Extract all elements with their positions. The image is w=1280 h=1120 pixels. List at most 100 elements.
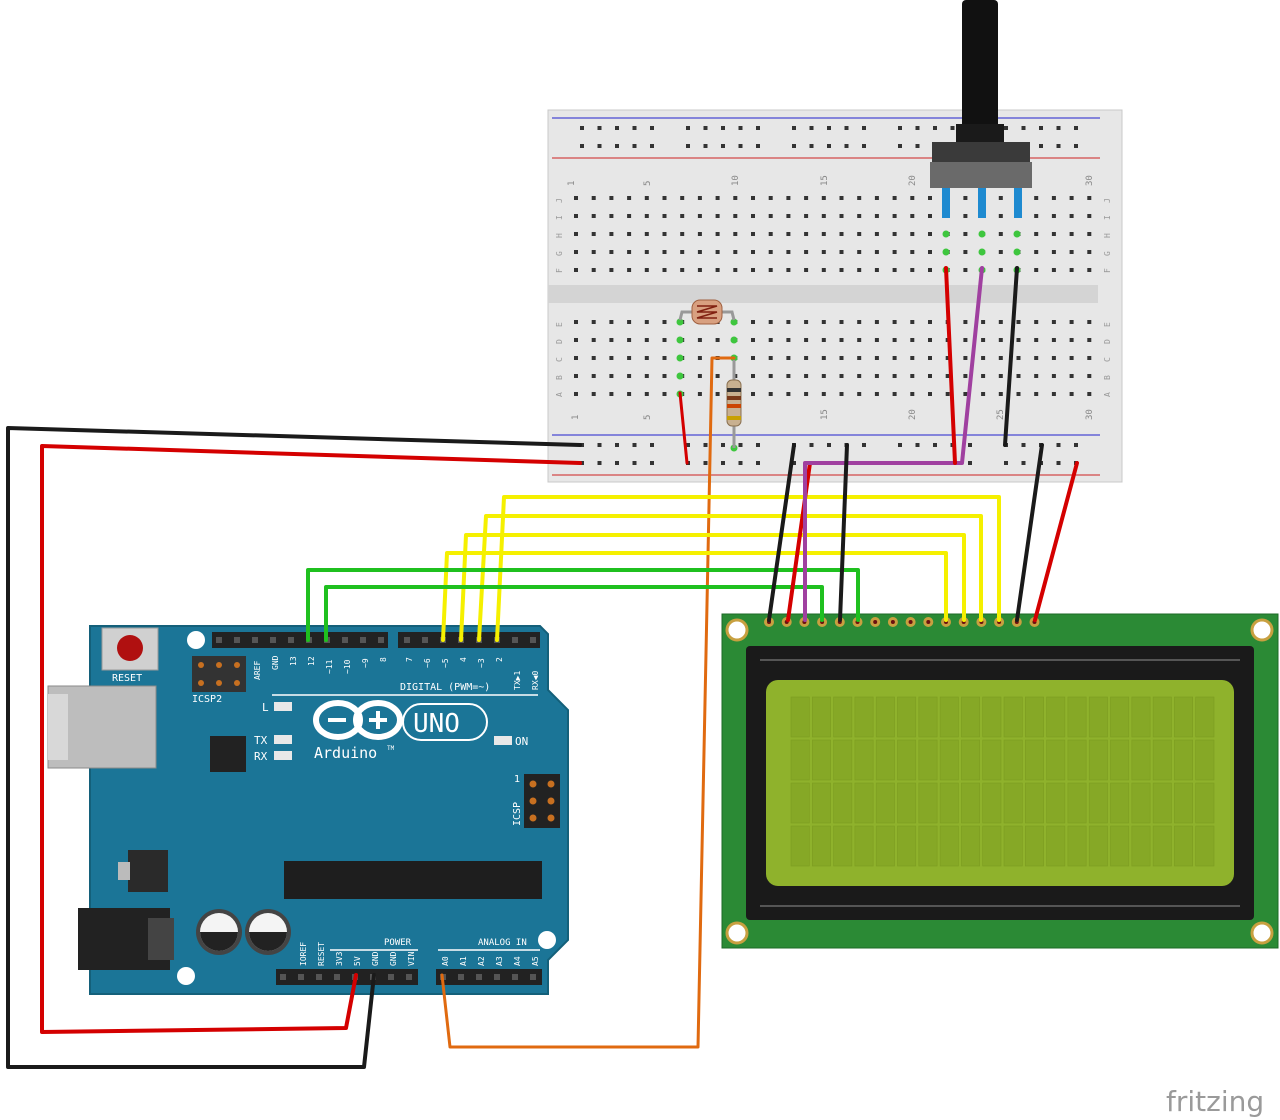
bb-row-I-left: I xyxy=(555,215,564,220)
breadboard-active-hole xyxy=(1013,248,1021,256)
wire-pot-red[interactable] xyxy=(944,266,957,465)
breadboard-hole xyxy=(1051,338,1056,342)
led-tx-label: TX xyxy=(254,734,268,747)
breadboard-hole xyxy=(928,392,932,396)
breadboard-hole xyxy=(821,338,826,342)
lcd-character-cell xyxy=(1088,696,1108,738)
breadboard-hole xyxy=(1051,320,1056,324)
breadboard-hole xyxy=(981,392,986,396)
arduino-uno-board: RESET ICSP2 AREF GND 13 12 ~11 ~10 ~9 8 … xyxy=(47,625,569,995)
breadboard-hole xyxy=(574,232,578,236)
breadboard-hole xyxy=(786,250,791,254)
reset-button[interactable] xyxy=(117,635,143,661)
pin-label-a4: A4 xyxy=(513,956,522,966)
potentiometer[interactable] xyxy=(930,0,1032,218)
breadboard-hole xyxy=(963,320,968,324)
lcd-character-cell xyxy=(1003,739,1023,781)
wire-backlight-black[interactable] xyxy=(1015,443,1044,622)
wire-pot-black[interactable] xyxy=(1003,266,1019,447)
lcd-character-cell xyxy=(1046,825,1066,867)
breadboard-rail-hole xyxy=(1021,443,1026,447)
breadboard-hole xyxy=(945,374,950,378)
breadboard-hole xyxy=(627,250,632,254)
breadboard-hole xyxy=(786,196,791,200)
bb-col-1-top: 1 xyxy=(567,181,577,186)
breadboard-hole xyxy=(857,196,862,200)
wire-a0-orange[interactable] xyxy=(440,356,736,1049)
wire-lcd-vo-purple[interactable] xyxy=(803,266,984,622)
pin-label-a0: A0 xyxy=(441,956,450,966)
breadboard-hole xyxy=(644,196,649,200)
bb-row-D-left: D xyxy=(555,339,564,344)
breadboard-hole xyxy=(574,268,578,272)
breadboard-hole xyxy=(751,250,755,254)
pin-label-gnd-power-2: GND xyxy=(389,951,398,966)
lcd-character-cell xyxy=(1131,782,1151,824)
power-header xyxy=(276,969,418,985)
breadboard-rail-hole xyxy=(1056,144,1061,148)
lcd-character-cell xyxy=(982,739,1002,781)
pin-label-reset: RESET xyxy=(317,942,326,966)
wire-d12-green[interactable] xyxy=(306,568,860,642)
wire-backlight-red[interactable] xyxy=(1033,461,1079,622)
breadboard-rail-hole xyxy=(650,126,654,130)
lcd-character-cell xyxy=(854,696,874,738)
power-pin-socket xyxy=(388,974,394,980)
breadboard-hole xyxy=(821,232,826,236)
lcd-character-cell xyxy=(897,696,917,738)
breadboard-hole xyxy=(715,268,720,272)
wire-d11-green[interactable] xyxy=(324,585,824,642)
breadboard-rail-hole xyxy=(650,461,654,465)
wire-lcd-rw-black[interactable] xyxy=(838,443,849,622)
breadboard-rail-hole xyxy=(844,144,849,148)
breadboard-rail-hole xyxy=(686,443,690,447)
breadboard-hole xyxy=(1051,214,1056,218)
breadboard-hole xyxy=(751,232,755,236)
breadboard-hole xyxy=(644,356,649,360)
breadboard-hole xyxy=(804,338,809,342)
wire-d5-yellow[interactable] xyxy=(441,551,948,642)
photoresistor[interactable] xyxy=(678,299,736,325)
breadboard-rail-hole xyxy=(597,461,602,465)
breadboard-hole xyxy=(910,356,915,360)
breadboard-hole xyxy=(662,374,667,378)
lcd-character-cell xyxy=(897,825,917,867)
lcd-character-cell xyxy=(1110,782,1130,824)
lcd-character-cell xyxy=(1152,825,1172,867)
wire-lcd-vss-black[interactable] xyxy=(767,443,796,622)
breadboard-rail-hole xyxy=(862,443,866,447)
breadboard-hole xyxy=(715,374,720,378)
breadboard-rail-hole xyxy=(632,126,637,130)
resistor[interactable] xyxy=(726,360,742,448)
lcd-character-cell xyxy=(854,825,874,867)
lcd-character-cell xyxy=(897,739,917,781)
wire-d3-yellow[interactable] xyxy=(477,514,983,642)
breadboard-hole xyxy=(839,338,844,342)
breadboard-hole xyxy=(574,320,578,324)
breadboard-hole xyxy=(609,392,614,396)
lcd-character-cell xyxy=(1088,782,1108,824)
digital-pin-socket xyxy=(252,637,258,643)
breadboard-hole xyxy=(644,250,649,254)
analog-header xyxy=(436,969,542,985)
breadboard-hole xyxy=(1087,356,1092,360)
breadboard-rail-hole xyxy=(933,443,937,447)
uno-label: UNO xyxy=(413,709,460,739)
lcd-character-cell xyxy=(1195,739,1215,781)
breadboard-hole xyxy=(857,338,862,342)
wire-5v-red[interactable] xyxy=(40,444,582,1034)
breadboard-hole xyxy=(857,374,862,378)
pin-label-3v3: 3V3 xyxy=(335,951,344,966)
lcd-character-cell xyxy=(833,696,853,738)
bb-col-15-top: 15 xyxy=(820,175,830,186)
lcd-character-cell xyxy=(875,696,895,738)
wire-gnd-black[interactable] xyxy=(6,426,582,1069)
breadboard-hole xyxy=(697,250,702,254)
lcd-character-cell xyxy=(1195,782,1215,824)
breadboard-rail-hole xyxy=(915,144,920,148)
breadboard-hole xyxy=(1016,374,1021,378)
breadboard-rail-hole xyxy=(792,126,796,130)
led-l-label: L xyxy=(262,701,269,714)
lcd-character-cell xyxy=(811,825,831,867)
wire-ldr-5v-red[interactable] xyxy=(678,391,689,465)
